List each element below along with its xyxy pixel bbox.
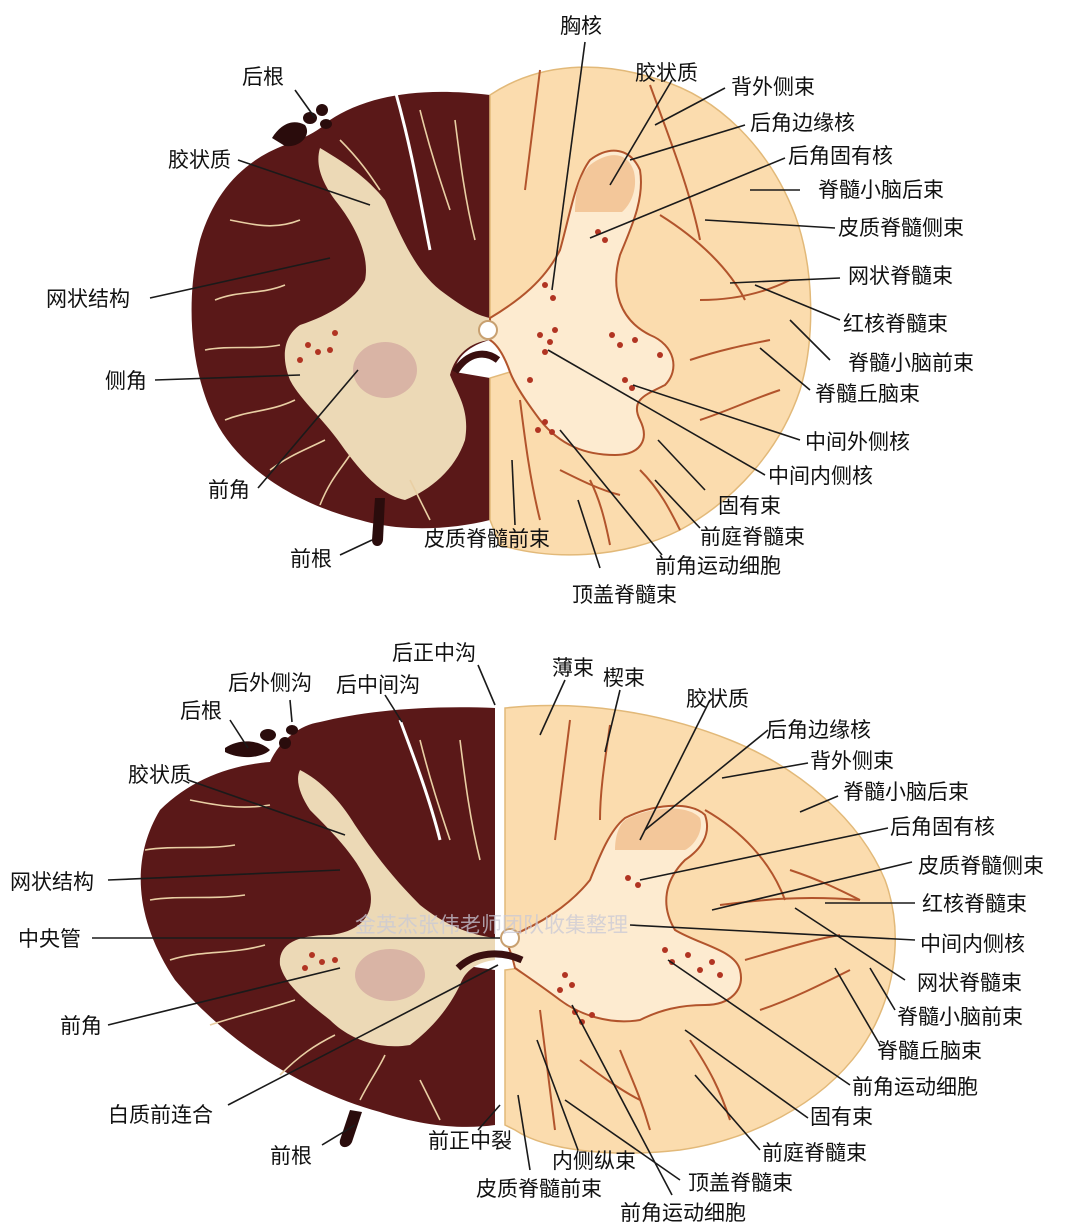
label-hou-zheng-zhong-gou: 后正中沟: [392, 641, 476, 665]
label-qian-gen: 前根: [290, 547, 332, 571]
label-zhong-yang-guan: 中央管: [18, 927, 81, 951]
label-hou-gen: 后根: [242, 65, 284, 89]
label-jiao-zhuang-zhi-left: 胶状质: [168, 148, 231, 172]
label-jiao-zhuang-zhi-bottom-right: 胶状质: [686, 687, 749, 711]
label-ce-jiao: 侧角: [105, 369, 147, 393]
label-hou-jiao-bian-yuan-he: 后角边缘核: [750, 111, 855, 135]
label-hou-jiao-gu-you-he: 后角固有核: [788, 144, 893, 168]
label-qian-jiao-bottom: 前角: [60, 1014, 102, 1038]
label-hong-he-ji-sui-shu: 红核脊髓束: [843, 312, 948, 336]
label-ji-sui-xiao-nao-hou-shu-bottom: 脊髓小脑后束: [843, 780, 969, 804]
label-wang-zhuang-jie-gou: 网状结构: [46, 287, 130, 311]
label-gu-you-shu: 固有束: [718, 494, 781, 518]
label-pi-zhi-ji-sui-qian-shu: 皮质脊髓前束: [424, 527, 550, 551]
top-cross-section: 胸核 后根 胶状质 网状结构 侧角 前角 前根 皮质脊髓前束 顶盖脊髓束 前角运…: [46, 14, 974, 607]
label-qian-jiao: 前角: [208, 478, 250, 502]
label-zhong-jian-nei-ce-he-bottom: 中间内侧核: [920, 932, 1025, 956]
top-anterior-horn-center: [353, 342, 417, 398]
label-bai-zhi-qian-lian-he: 白质前连合: [108, 1103, 213, 1127]
label-ji-sui-xiao-nao-qian-shu-bottom: 脊髓小脑前束: [897, 1005, 1023, 1029]
label-qian-zheng-zhong-lie: 前正中裂: [428, 1129, 512, 1153]
bottom-anterior-root: [340, 1110, 362, 1147]
label-hou-jiao-gu-you-he-bottom: 后角固有核: [890, 815, 995, 839]
label-qian-ting-ji-sui-shu: 前庭脊髓束: [700, 525, 805, 549]
label-qian-ting-ji-sui-shu-bottom: 前庭脊髓束: [762, 1141, 867, 1165]
label-xiong-he: 胸核: [560, 14, 602, 38]
watermark: 金英杰张伟老师团队收集整理: [355, 913, 628, 937]
label-pi-zhi-ji-sui-qian-shu-bottom: 皮质脊髓前束: [476, 1177, 602, 1201]
label-nei-ce-zong-shu: 内侧纵束: [552, 1149, 636, 1173]
label-ding-gai-ji-sui-shu-bottom: 顶盖脊髓束: [688, 1171, 793, 1195]
label-gu-you-shu-bottom: 固有束: [810, 1105, 873, 1129]
label-pi-zhi-ji-sui-ce-shu: 皮质脊髓侧束: [838, 216, 964, 240]
label-zhong-jian-wai-ce-he: 中间外侧核: [805, 430, 910, 454]
label-hou-wai-ce-gou: 后外侧沟: [228, 671, 312, 695]
bottom-anterior-horn-center: [355, 949, 425, 1001]
label-ji-sui-xiao-nao-qian-shu: 脊髓小脑前束: [848, 351, 974, 375]
label-ji-sui-qiu-nao-shu-bottom: 脊髓丘脑束: [877, 1039, 982, 1063]
label-pi-zhi-ji-sui-ce-shu-bottom: 皮质脊髓侧束: [918, 854, 1044, 878]
label-hou-gen-bottom: 后根: [180, 699, 222, 723]
label-wang-zhuang-jie-gou-bottom: 网状结构: [10, 870, 94, 894]
label-jiao-zhuang-zhi-bottom-left: 胶状质: [128, 763, 191, 787]
label-bei-wai-ce-shu-bottom: 背外侧束: [810, 749, 894, 773]
bottom-cross-section: 后正中沟 后外侧沟 后中间沟 后根 胶状质 网状结构 中央管 前角 白质前连合 …: [10, 641, 1044, 1225]
label-hou-zhong-jian-gou: 后中间沟: [336, 673, 420, 697]
label-hou-jiao-bian-yuan-he-bottom: 后角边缘核: [766, 718, 871, 742]
top-anterior-fissure: [455, 354, 498, 372]
label-wang-zhuang-ji-sui-shu: 网状脊髓束: [848, 264, 953, 288]
label-ji-sui-xiao-nao-hou-shu: 脊髓小脑后束: [818, 178, 944, 202]
label-bao-shu: 薄束: [552, 656, 594, 680]
label-qian-gen-bottom: 前根: [270, 1144, 312, 1168]
label-hong-he-ji-sui-shu-bottom: 红核脊髓束: [922, 892, 1027, 916]
label-qian-jiao-yun-dong-bottom-2: 前角运动细胞: [852, 1075, 978, 1099]
label-qian-jiao-yun-dong: 前角运动细胞: [655, 554, 781, 578]
label-zhong-jian-nei-ce-he: 中间内侧核: [768, 464, 873, 488]
label-ji-sui-qiu-nao-shu: 脊髓丘脑束: [815, 382, 920, 406]
label-jiao-zhuang-zhi-right: 胶状质: [635, 61, 698, 85]
label-xie-shu: 楔束: [603, 666, 645, 690]
label-ding-gai-ji-sui-shu: 顶盖脊髓束: [572, 583, 677, 607]
label-bei-wai-ce-shu: 背外侧束: [731, 75, 815, 99]
label-wang-zhuang-ji-sui-shu-bottom: 网状脊髓束: [917, 971, 1022, 995]
label-qian-jiao-yun-dong-bottom-1: 前角运动细胞: [620, 1201, 746, 1225]
top-central-canal: [479, 321, 497, 339]
